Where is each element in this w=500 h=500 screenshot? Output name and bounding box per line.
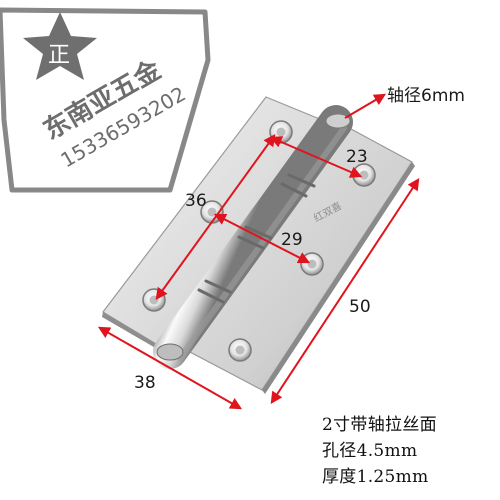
hinge-axle-bottom (156, 343, 184, 361)
screw-hole (269, 120, 293, 144)
spec-line-thickness: 厚度1.25mm (322, 467, 429, 487)
width-38-arrow (97, 326, 243, 410)
spec-line-type: 2寸带轴拉丝面 (322, 415, 437, 435)
hole-pitch-29-label: 29 (281, 230, 303, 250)
stamp-seal-char: 正 (48, 43, 70, 68)
length-label: 50 (349, 297, 371, 317)
length-50-arrow (270, 177, 420, 405)
stamp-star-icon (23, 12, 97, 80)
hole-pitch-23-arrow (269, 136, 363, 178)
width-label: 38 (134, 373, 156, 393)
shop-stamp: 正 东南亚五金 15336593202 (0, 7, 211, 193)
hole-pitch-36-label: 36 (185, 191, 207, 211)
axle-pointer-arrow (344, 93, 387, 119)
hole-pitch-23-label: 23 (346, 147, 368, 167)
spec-line-hole-diameter: 孔径4.5mm (322, 441, 418, 461)
screw-hole (300, 252, 324, 276)
hinge: 红双喜 (102, 96, 415, 394)
dimension-annotations (97, 93, 420, 410)
hinge-axle-top (325, 113, 351, 129)
axle-diameter-label: 轴径6mm (387, 86, 465, 106)
screw-hole (228, 338, 252, 362)
dimension-labels: 轴径6mm 23 36 29 50 38 (134, 86, 465, 393)
